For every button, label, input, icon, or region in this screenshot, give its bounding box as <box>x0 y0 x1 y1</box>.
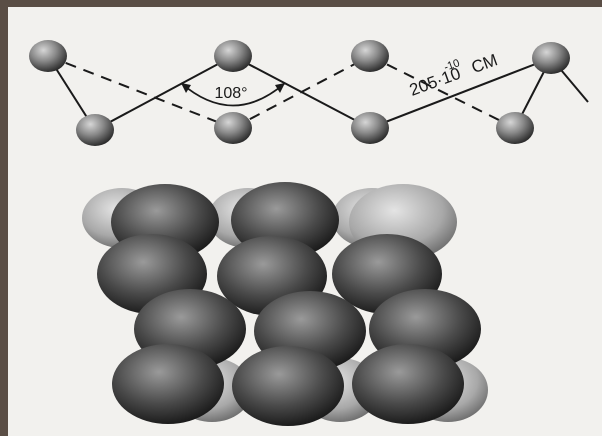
angle-arc <box>180 82 286 107</box>
dashed-bond-line <box>47 55 234 129</box>
atom <box>29 40 67 72</box>
dashed-bond-chain <box>47 55 516 129</box>
angle-arrow-left <box>181 83 191 93</box>
sphere <box>352 344 464 424</box>
atom <box>351 112 389 144</box>
dashed-bond-line <box>232 55 371 129</box>
atom <box>76 114 114 146</box>
bond-line <box>94 55 234 131</box>
atom <box>214 112 252 144</box>
atom <box>351 40 389 72</box>
bond-length-exponent: -10 <box>442 57 461 74</box>
dashed-bond-line <box>369 55 516 129</box>
bond-length-label: 205·10 -10 СМ <box>407 50 500 99</box>
bond-length-unit: СМ <box>469 50 500 77</box>
angle-arrow-right <box>275 83 285 93</box>
atom <box>214 40 252 72</box>
sphere <box>232 346 344 426</box>
sphere <box>112 344 224 424</box>
atom <box>532 42 570 74</box>
angle-label: 108° <box>214 85 247 102</box>
bond-line <box>369 57 552 129</box>
space-filling-model <box>82 182 488 426</box>
atom <box>496 112 534 144</box>
atoms <box>29 40 570 146</box>
